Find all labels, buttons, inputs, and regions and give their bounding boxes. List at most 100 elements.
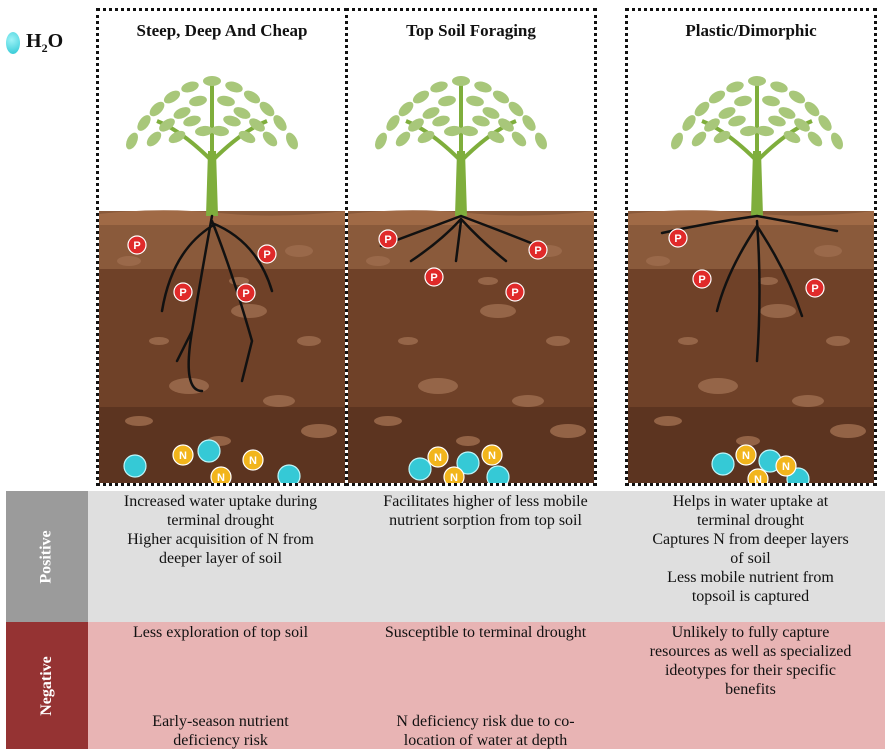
water-drop-icon [6,32,20,54]
table-line: topsoil is captured [618,587,883,606]
n-marker-label: N [754,474,762,483]
phosphorus-marker: P [806,279,824,297]
sky [99,11,345,216]
nitrogen-marker: N [748,469,768,483]
panel-steep-deep-cheap: P P P P N N N Steep, Deep And Cheap [96,8,348,486]
negative-cell-1: Less exploration of top soilEarly-season… [88,622,353,749]
nitrogen-marker: N [444,467,464,483]
table-line: deeper layer of soil [88,549,353,568]
pebble [654,416,682,426]
pebble [456,436,480,446]
phosphorus-marker: P [258,245,276,263]
pebble [418,378,458,394]
table-line: Unlikely to fully capture [618,623,883,642]
pebble [125,416,153,426]
n-marker-label: N [179,450,187,462]
pebble [736,436,760,446]
water-molecule [198,440,220,462]
table-line: Facilitates higher of less mobile [353,492,618,511]
phosphorus-marker: P [693,270,711,288]
table-line: resources as well as specialized [618,642,883,661]
pebble [231,304,267,318]
pebble [550,424,586,438]
negative-cell-3: Unlikely to fully captureresources as we… [618,622,883,749]
water-molecule [712,453,734,475]
table-line: N deficiency risk due to co- [353,712,618,731]
table-line: terminal drought [88,511,353,530]
water-molecule [124,455,146,477]
n-marker-label: N [782,461,790,473]
pebble [546,336,570,346]
pebble [149,337,169,345]
pebble [698,378,738,394]
panel-top-soil-foraging: PPPPNNN Top Soil Foraging [345,8,597,486]
table-line: Less exploration of top soil [88,623,353,642]
p-marker-label: P [811,283,818,295]
pebble [117,256,141,266]
p-marker-label: P [698,274,705,286]
p-marker-label: P [133,240,140,252]
table-line: Helps in water uptake at [618,492,883,511]
pebble [285,245,313,257]
phosphorus-marker: P [174,283,192,301]
panel-title: Steep, Deep And Cheap [99,21,345,41]
p-marker-label: P [534,245,541,257]
pebble [398,337,418,345]
nitrogen-marker: N [776,456,796,476]
table-line: Early-season nutrient [88,712,353,731]
phosphorus-marker: P [529,241,547,259]
table-line: benefits [618,680,883,699]
n-marker-label: N [217,472,225,483]
legend-label: H2O [26,30,63,56]
table-line: location of water at depth [353,731,618,750]
pebble [646,256,670,266]
nitrogen-marker: N [173,445,193,465]
n-marker-label: N [434,452,442,464]
pebble [478,277,498,285]
pebble [758,277,778,285]
panel-illustration: P P P P N N N [99,11,345,483]
phosphorus-marker: P [237,284,255,302]
legend: H2O [6,30,63,56]
leaf [452,76,470,86]
negative-header: Negative [6,622,88,749]
leaf [203,76,221,86]
phosphorus-marker: P [128,236,146,254]
n-marker-label: N [450,472,458,483]
pebble [374,416,402,426]
table-line: deficiency risk [88,731,353,750]
nitrogen-marker: N [211,467,231,483]
phosphorus-marker: P [425,268,443,286]
nitrogen-marker: N [428,447,448,467]
pebble [792,395,824,407]
phosphorus-marker: P [669,229,687,247]
pebble [263,395,295,407]
table-line: of soil [618,549,883,568]
n-marker-label: N [742,450,750,462]
nitrogen-marker: N [243,450,263,470]
sky [628,11,874,216]
table-line: Higher acquisition of N from [88,530,353,549]
pebble [830,424,866,438]
pebble [826,336,850,346]
nitrogen-marker: N [482,445,502,465]
p-marker-label: P [179,287,186,299]
sky [348,11,594,216]
pebble [366,256,390,266]
positive-header: Positive [6,491,88,622]
pebble [512,395,544,407]
p-marker-label: P [384,234,391,246]
pebble [301,424,337,438]
phosphorus-marker: P [379,230,397,248]
pebble [480,304,516,318]
water-molecule [487,466,509,483]
phosphorus-marker: P [506,283,524,301]
table-line: Captures N from deeper layers [618,530,883,549]
n-marker-label: N [249,455,257,467]
pebble [297,336,321,346]
table-line: terminal drought [618,511,883,530]
panel-title: Plastic/Dimorphic [628,21,874,41]
negative-row: Negative Less exploration of top soilEar… [6,622,885,749]
